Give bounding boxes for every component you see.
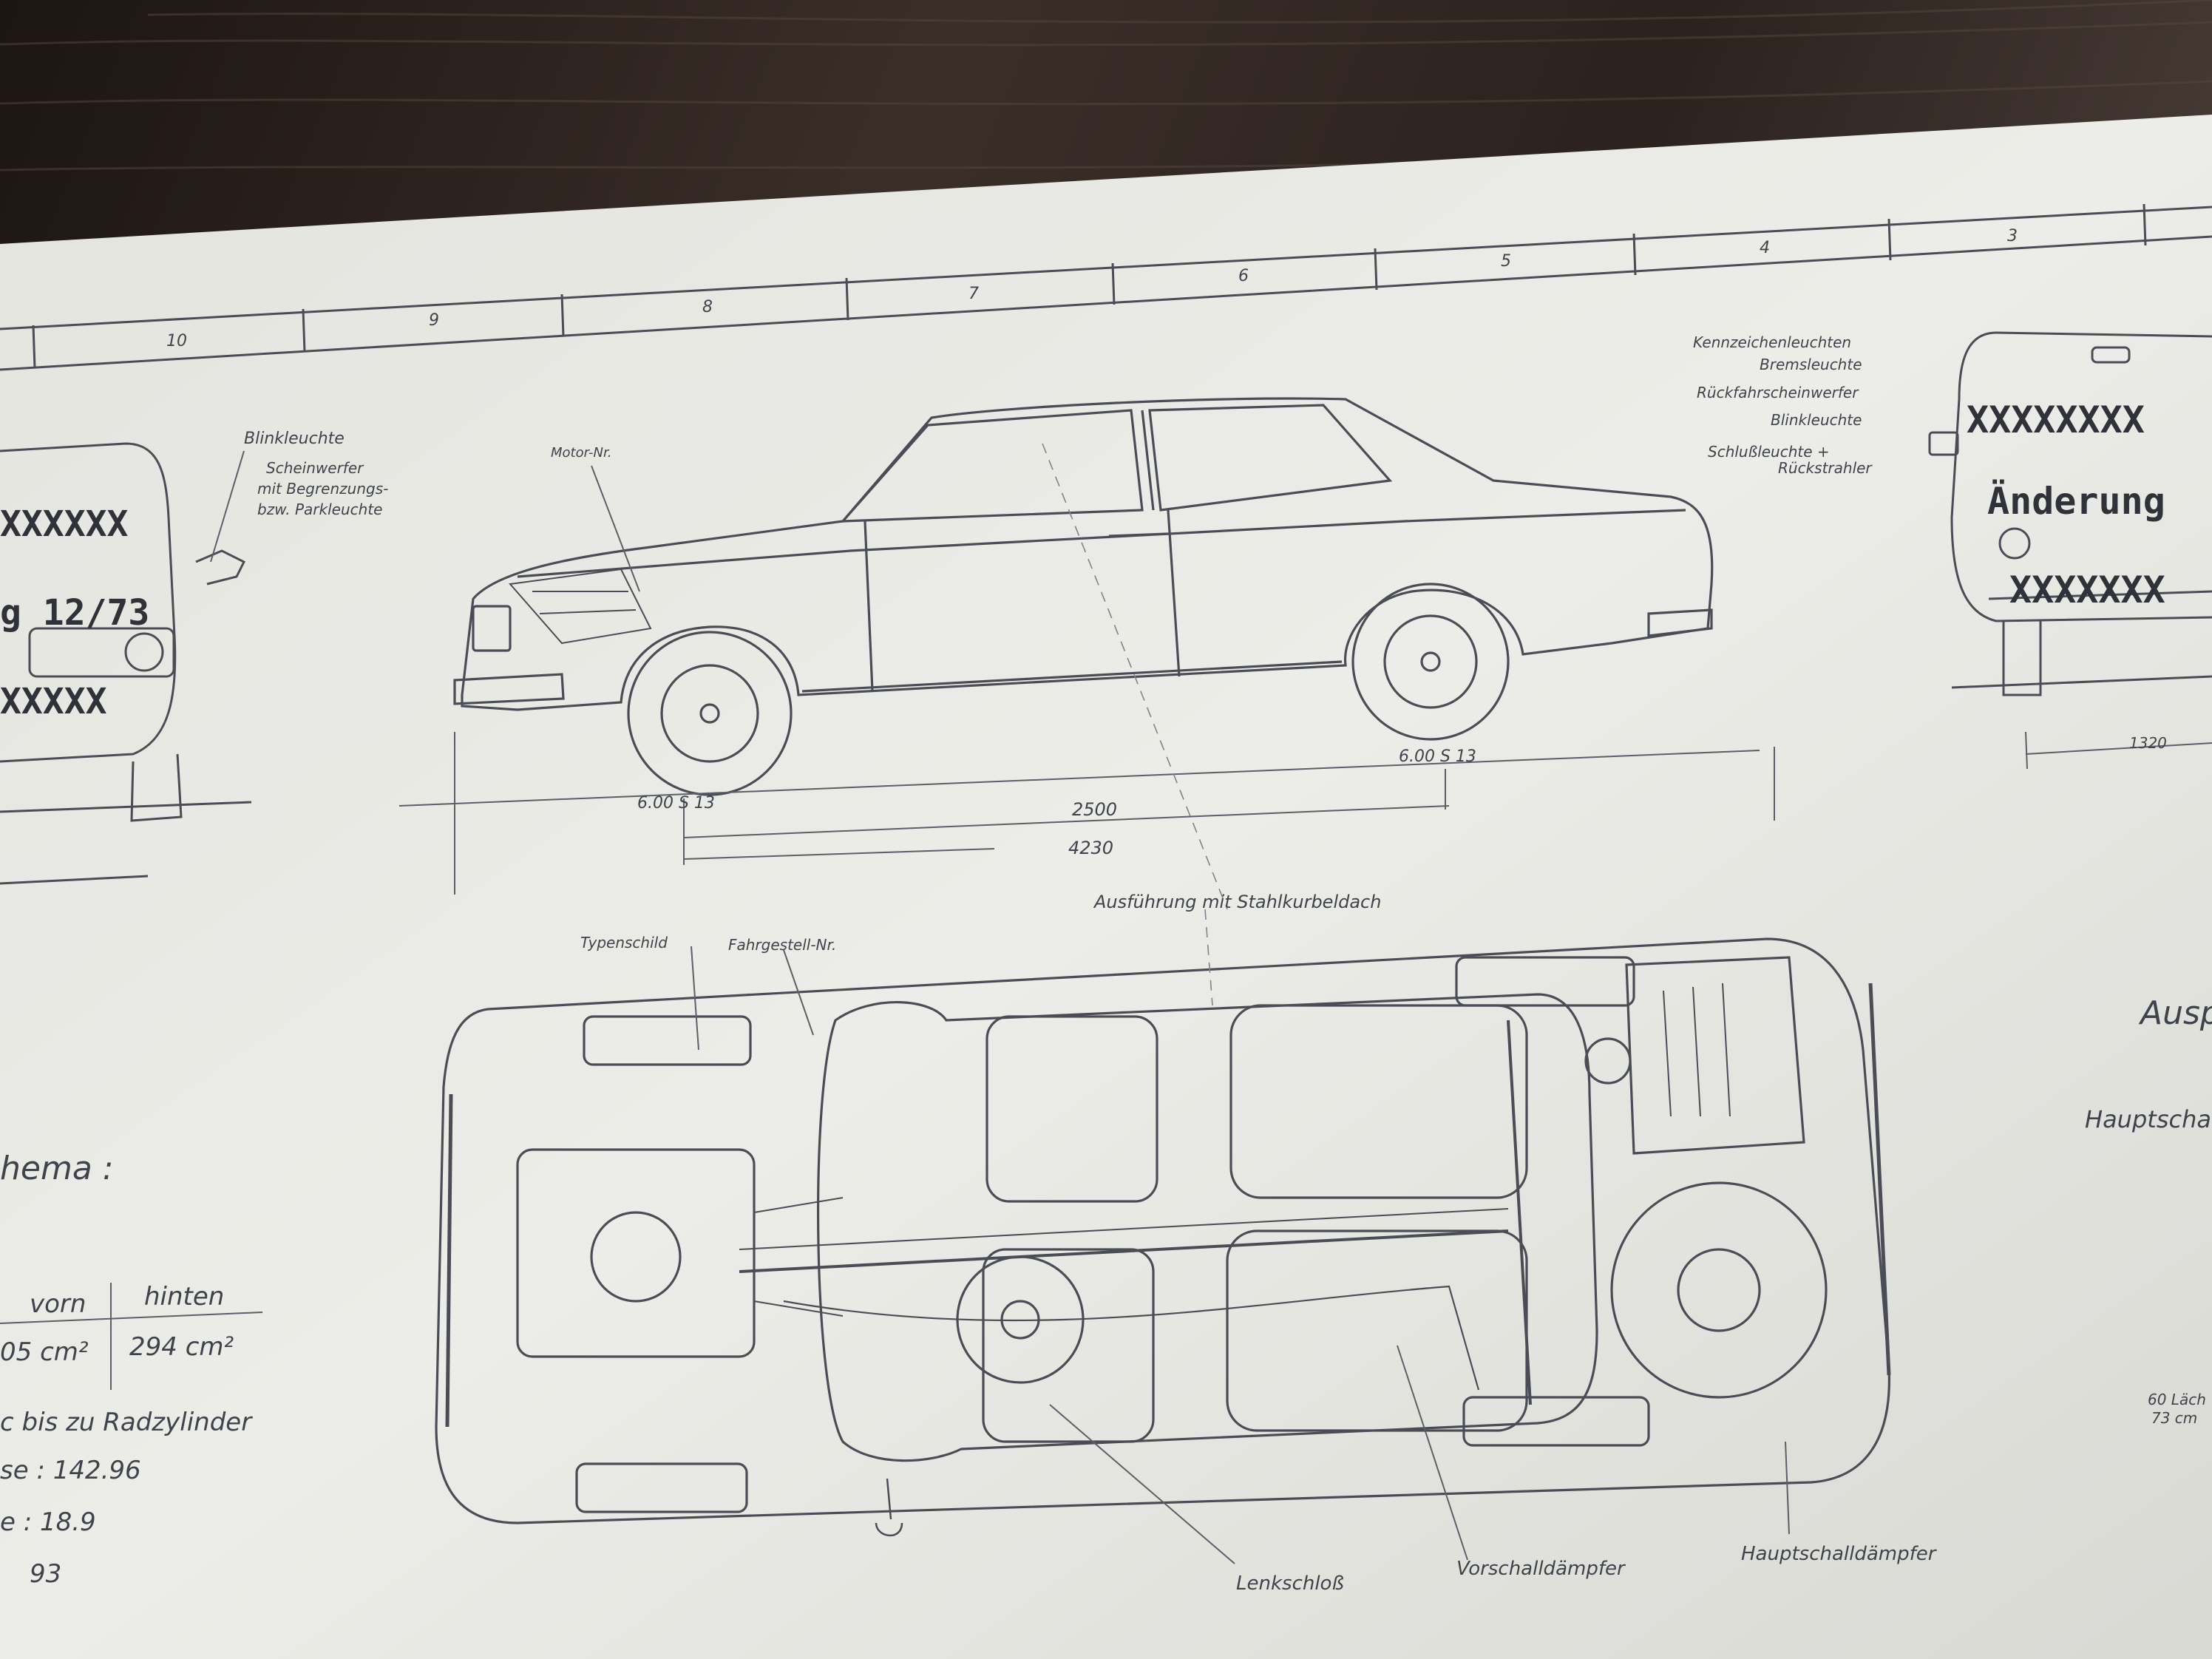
label-vorschalldaempfer: Vorschalldämpfer [1456,1558,1626,1580]
dimension-track: 1320 [2129,734,2167,752]
grid-number-3: 3 [2007,227,2018,245]
top-view-car [435,937,1891,1537]
label-blinkleuchte-rear: Blinkleuchte [1771,411,1862,429]
front-view-overlays: XXXXXX g 12/73 XXXXX [0,503,149,722]
label-scheinwerfer-2: mit Begrenzungs- [257,480,388,498]
label-schlussleuchte: Schlußleuchte + [1708,443,1830,461]
front-view-labels: Blinkleuchte Scheinwerfer mit Begrenzung… [210,430,388,563]
front-overlay-bottom: XXXXX [0,681,107,722]
label-fahrgestell-nr: Fahrgestell-Nr. [728,936,836,954]
side-view-car [453,397,1714,796]
grid-number-4: 4 [1760,239,1770,257]
right-text-loecher: 60 Läch [2148,1391,2206,1408]
dimension-wheelbase: 2500 [1072,799,1117,820]
grid-number-6: 6 [1238,267,1249,285]
rear-overlay-middle: Änderung [1987,480,2165,523]
grid-numbers: 10 9 8 7 6 5 4 3 [166,227,2018,350]
leader-motor [591,465,640,592]
leader-blink-front [210,450,245,563]
dimension-length: 4230 [1068,838,1113,858]
label-rueckstrahler: Rückstrahler [1778,459,1873,477]
right-text-ausp: Ausp [2138,994,2212,1032]
grid-number-7: 7 [968,285,979,303]
tire-size-front: 6.00 S 13 [637,794,715,812]
table-col-front: vorn [30,1289,86,1319]
label-motor-nr: Motor-Nr. [551,445,611,461]
grid-number-10: 10 [166,332,187,350]
brake-table: hema : vorn hinten 05 cm² 294 cm² c bis … [0,1150,263,1589]
label-lenkschloss: Lenkschloß [1236,1573,1344,1595]
rear-overlay-bottom: XXXXXXX [2009,569,2165,611]
right-edge-notes: Ausp Hauptscha 60 Läch 73 cm [2085,994,2212,1427]
top-view-labels: Ausführung mit Stahlkurbeldach Typenschi… [580,892,1938,1595]
table-heading: hema : [0,1150,114,1187]
label-typenschild: Typenschild [580,934,668,951]
grid-number-5: 5 [1501,252,1511,271]
table-val-front: 05 cm² [0,1337,89,1367]
rear-view-drawing [1928,331,2212,770]
label-kennzeichenleuchten: Kennzeichenleuchten [1693,333,1851,351]
table-line-3: e : 18.9 [0,1507,96,1537]
front-overlay-middle: g 12/73 [0,592,149,634]
tire-size-rear: 6.00 S 13 [1399,747,1476,766]
top-view-leaders [691,443,1790,1564]
right-text-cm: 73 cm [2151,1409,2197,1427]
label-rueckfahrscheinwerfer: Rückfahrscheinwerfer [1697,384,1859,401]
table-val-rear: 294 cm² [129,1332,234,1362]
right-text-hauptscha: Hauptscha [2085,1105,2211,1133]
label-bremsleuchte: Bremsleuchte [1760,356,1862,373]
table-col-rear: hinten [144,1282,224,1312]
sheet-border [0,203,2212,371]
rear-overlay-top: XXXXXXXX [1967,398,2145,441]
rear-view-overlays: XXXXXXXX Änderung XXXXXXX [1967,398,2165,611]
label-stahlkurbeldach: Ausführung mit Stahlkurbeldach [1093,892,1381,912]
table-line-2: se : 142.96 [0,1456,141,1485]
table-line-4: 93 [30,1559,61,1589]
rear-view-labels: Kennzeichenleuchten Bremsleuchte Rückfah… [1693,333,2167,752]
label-blinkleuchte-front: Blinkleuchte [244,430,345,448]
paper-sheet [0,115,2212,1659]
grid-number-9: 9 [429,311,439,330]
front-overlay-top: XXXXXX [0,503,128,545]
table-line-1: c bis zu Radzylinder [0,1408,253,1437]
side-view-dimensions: 6.00 S 13 6.00 S 13 2500 4230 Motor-Nr. [398,445,1775,895]
label-scheinwerfer-1: Scheinwerfer [266,459,364,477]
label-scheinwerfer-3: bzw. Parkleuchte [257,501,382,518]
grid-number-8: 8 [702,298,713,316]
front-view-drawing [0,442,252,885]
label-hauptschalldaempfer: Hauptschalldämpfer [1741,1543,1938,1565]
